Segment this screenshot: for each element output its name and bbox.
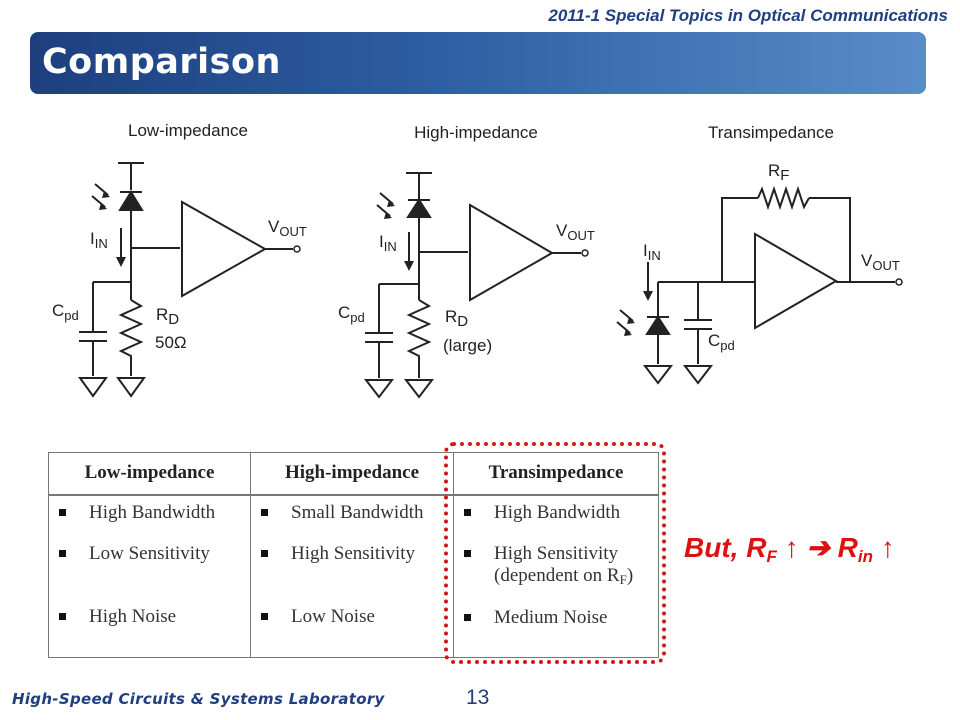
bullet-icon (59, 549, 66, 557)
high-rd-value: (large) (443, 336, 492, 355)
rf-resistor (757, 185, 810, 211)
table-header: Transimpedance (453, 452, 659, 496)
slide-title: Comparison (42, 42, 281, 82)
bullet-icon (261, 508, 268, 516)
bullet-icon (261, 549, 268, 557)
low-cpd-label: Cpd (52, 301, 79, 323)
title-bar: Comparison (30, 32, 926, 94)
low-amplifier (181, 200, 268, 298)
high-impedance-circuit: High-impedance IIN VOUT Cpd RD (l (338, 123, 595, 399)
course-title: 2011-1 Special Topics in Optical Communi… (548, 6, 948, 25)
bullet-icon (464, 508, 471, 516)
trans-ground-icon (642, 365, 674, 385)
list-item: High Bandwidth (462, 502, 654, 524)
high-photodiode-icon (376, 192, 432, 219)
high-ground-icon-2 (403, 379, 435, 399)
annotation-text: But, RF ↑ ➔ Rin ↑ (684, 532, 895, 566)
low-ground-icon-2 (116, 377, 146, 398)
high-ground-icon (363, 379, 395, 399)
table-header: High-impedance (250, 452, 454, 496)
bullet-icon (464, 549, 471, 557)
list-item: Low Noise (259, 606, 449, 628)
list-item: High Noise (57, 606, 246, 628)
high-resistor (406, 299, 432, 378)
list-item: Small Bandwidth (259, 502, 449, 524)
bullet-icon (59, 612, 66, 620)
table-header: Low-impedance (48, 452, 251, 496)
implies-arrow-icon: ➔ (806, 532, 830, 563)
trans-photodiode-icon (616, 309, 671, 336)
bullet-icon (59, 508, 66, 516)
high-impedance-cell: Small Bandwidth High Sensitivity Low Noi… (250, 494, 454, 658)
comparison-table: Low-impedance High-impedance Transimpeda… (48, 452, 659, 658)
high-iin-label: IIN (379, 232, 397, 254)
bullet-icon (464, 613, 471, 621)
list-item: High Bandwidth (57, 502, 246, 524)
low-impedance-cell: High Bandwidth Low Sensitivity High Nois… (49, 495, 251, 658)
high-rd-label: RD (445, 307, 468, 330)
high-impedance-title: High-impedance (414, 123, 538, 142)
low-iin-label: IIN (90, 229, 108, 251)
trans-ground-icon-2 (682, 365, 714, 385)
high-cpd-label: Cpd (338, 303, 365, 325)
transimpedance-circuit: Transimpedance RF IIN VOUT Cpd (616, 123, 903, 385)
table-header-row: Low-impedance High-impedance Transimpeda… (48, 452, 659, 496)
feedback-loop (721, 197, 758, 282)
low-ground-icon (78, 377, 108, 398)
low-rd-label: RD (156, 305, 179, 328)
trans-iin-label: IIN (643, 241, 661, 263)
trans-vout-label: VOUT (861, 251, 900, 273)
page-number: 13 (466, 686, 490, 709)
transimpedance-highlight-box (444, 442, 666, 664)
low-resistor (118, 299, 144, 376)
high-amplifier (469, 203, 554, 302)
low-impedance-title: Low-impedance (128, 121, 248, 140)
transimpedance-cell: High Bandwidth High Sensitivity(dependen… (453, 494, 659, 658)
list-item: Low Sensitivity (57, 543, 246, 565)
transimpedance-title: Transimpedance (708, 123, 834, 142)
low-vout-label: VOUT (268, 217, 307, 239)
list-item: High Sensitivity(dependent on RF) (462, 543, 654, 588)
high-vout-label: VOUT (556, 221, 595, 243)
low-rd-value: 50Ω (155, 333, 187, 352)
circuit-diagrams: Low-impedance IIN VOUT Cpd RD 50Ω (52, 121, 903, 399)
footer-lab-name: High-Speed Circuits & Systems Laboratory (12, 690, 385, 708)
list-item: High Sensitivity (259, 543, 449, 565)
low-impedance-circuit: Low-impedance IIN VOUT Cpd RD 50Ω (52, 121, 307, 398)
trans-cpd-label: Cpd (708, 331, 735, 353)
trans-amplifier (754, 232, 838, 330)
bullet-icon (261, 612, 268, 620)
list-item: Medium Noise (462, 607, 654, 629)
trans-rf-label: RF (768, 161, 789, 184)
table-row: High Bandwidth Low Sensitivity High Nois… (49, 494, 659, 658)
low-photodiode-icon (91, 183, 144, 211)
